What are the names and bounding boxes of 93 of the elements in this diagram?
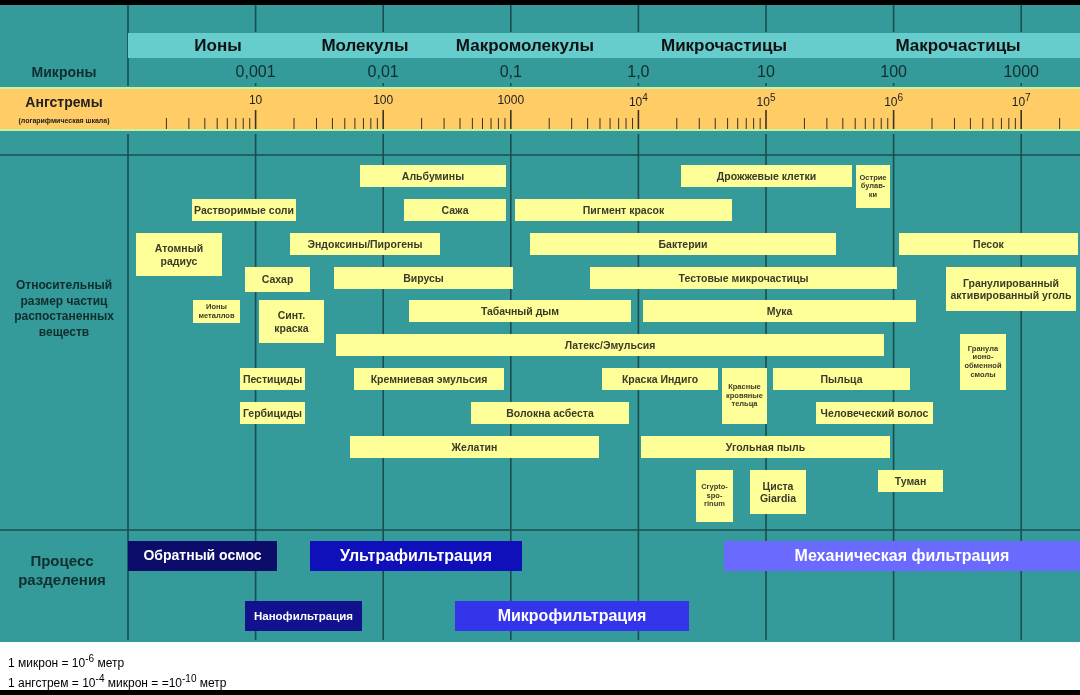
size-range-bar: [856, 165, 890, 208]
size-range-bar: [722, 368, 767, 424]
substance-label: Гербициды: [242, 406, 303, 420]
process-bar: [310, 541, 522, 571]
micron-value: 100: [880, 61, 907, 82]
angstrom-value: 10$^{5}$: [756, 92, 776, 110]
substance-label: Песок: [973, 237, 1004, 251]
substance-label: Альбумины: [401, 169, 465, 183]
substance-label: Гранулированный активированный уголь: [949, 276, 1073, 302]
angstrom-value: 10$^{7}$: [1011, 92, 1031, 110]
substance-label: Латекс/Эмульсия: [564, 338, 656, 352]
substance-label: Человеческий волос: [820, 406, 929, 420]
substance-label: Растворимые соли: [194, 203, 294, 217]
substance-label: Мука: [766, 304, 793, 318]
size-range-bar: [530, 233, 836, 255]
size-range-bar: [404, 199, 506, 221]
size-range-bar: [290, 233, 440, 255]
substance-label: Туман: [894, 474, 927, 488]
size-range-bar: [590, 267, 897, 289]
substance-label: Сахар: [261, 273, 294, 286]
row-heading: Процесс разделения: [17, 552, 107, 590]
size-range-bar: [641, 436, 890, 458]
substance-label: Кремниевая эмульсия: [370, 372, 488, 386]
size-range-bar: [259, 300, 324, 343]
angstrom-value: 10$^{4}$: [628, 92, 648, 110]
micron-value: 0,01: [367, 61, 399, 82]
substance-label: Атомный радиус: [153, 242, 205, 267]
size-class-band: [128, 33, 1080, 58]
angstrom-value: 1000: [497, 94, 525, 108]
substance-label: Угольная пыль: [725, 440, 806, 454]
substance-label: Пыльца: [820, 372, 863, 386]
substance-label: Бактерии: [658, 237, 708, 251]
substance-label: Пестициды: [242, 372, 303, 386]
size-class-label: Микрочастицы: [661, 36, 787, 55]
substance-label: Эндоксины/Пирогены: [307, 237, 423, 251]
micron-value: 10: [757, 61, 775, 82]
substance-label: Циста Giardia: [758, 479, 798, 505]
substance-label: Краска Индиго: [621, 372, 699, 386]
substance-label: Волокна асбеста: [506, 406, 594, 420]
size-class-label: Макрочастицы: [895, 36, 1021, 55]
substance-label: Табачный дым: [480, 304, 560, 318]
substance-label: Сажа: [441, 203, 469, 217]
angstrom-value: 10$^{6}$: [884, 92, 904, 110]
row-heading: Относительный размер частиц распостаненных веществ: [13, 277, 115, 341]
size-range-bar: [409, 300, 631, 322]
process-bar: [128, 541, 277, 571]
size-range-bar: [471, 402, 629, 424]
angstrom-value: 10: [248, 94, 263, 108]
micron-value: 0,1: [499, 61, 522, 82]
unit-note: 1 микрон = 10$^{-6}$ метр: [8, 652, 125, 672]
size-range-bar: [643, 300, 916, 322]
angstrom-value: 100: [373, 94, 394, 108]
substance-label: Вирусы: [403, 271, 444, 285]
process-label: Механическая фильтрация: [794, 547, 1010, 565]
micron-value: 1,0: [627, 61, 650, 82]
substance-label: Дрожжевые клетки: [716, 169, 817, 183]
substance-label: Пигмент красок: [582, 203, 665, 217]
process-bar: [245, 601, 362, 631]
size-range-bar: [681, 165, 852, 187]
substance-label: Желатин: [451, 440, 498, 454]
size-range-bar: [334, 267, 513, 289]
size-range-bar: [350, 436, 599, 458]
process-label: Обратный осмос: [143, 548, 262, 564]
size-range-bar: [878, 470, 943, 492]
size-range-bar: [515, 199, 732, 221]
micron-value: 0,001: [235, 61, 276, 82]
size-class-label: Макромолекулы: [455, 36, 595, 55]
unit-note: 1 ангстрем = 10$^{-4}$ микрон = =10$^{-10}$ метр: [8, 672, 227, 692]
size-range-bar: [946, 267, 1076, 311]
size-range-bar: [899, 233, 1078, 255]
angstrom-scale-band: [0, 87, 1080, 131]
process-label: Микрофильтрация: [497, 607, 647, 625]
size-range-bar: [136, 233, 222, 276]
size-range-bar: [696, 470, 733, 522]
size-range-bar: [960, 334, 1006, 390]
micron-value: 1000: [1003, 61, 1039, 82]
process-label: Ультрафильтрация: [340, 547, 492, 565]
size-range-bar: [360, 165, 506, 187]
process-bar: [455, 601, 689, 631]
size-range-bar: [336, 334, 884, 356]
substance-label: Синт. краска: [273, 309, 310, 334]
size-class-label: Ионы: [194, 36, 242, 55]
size-range-bar: [750, 470, 806, 514]
scale-title: Ангстремы: [25, 95, 103, 111]
substance-label: Тестовые микрочастицы: [678, 271, 809, 285]
row-heading: Микроны: [31, 62, 97, 82]
process-label: Нанофильтрация: [253, 609, 354, 623]
size-range-bar: [354, 368, 504, 390]
size-range-bar: [602, 368, 718, 390]
size-range-bar: [773, 368, 910, 390]
size-class-label: Молекулы: [321, 36, 409, 55]
process-bar: [724, 541, 1080, 571]
size-range-bar: [245, 267, 310, 292]
